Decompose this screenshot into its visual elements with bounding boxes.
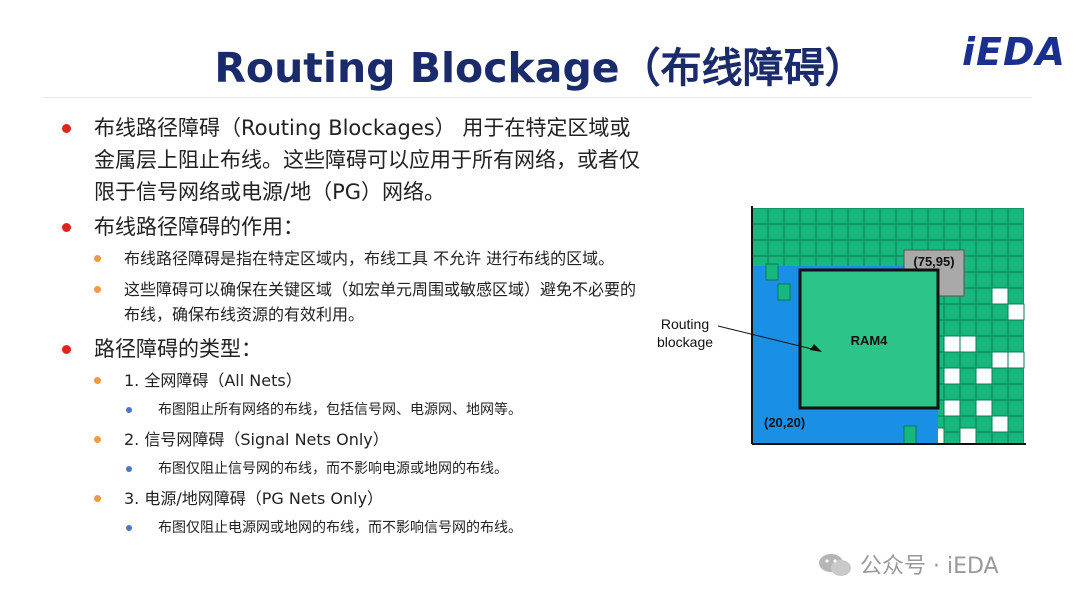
- coord-bottom-left: (20,20): [764, 415, 805, 430]
- bullet-list: 布线路径障碍（Routing Blockages） 用于在特定区域或金属层上阻止…: [62, 112, 642, 545]
- routing-label-line1: Routing: [660, 316, 710, 332]
- bullet-purpose: 布线路径障碍的作用：: [62, 211, 642, 243]
- type-pg-nets-desc: 布图仅阻止电源网或地网的布线，而不影响信号网的布线。: [62, 517, 642, 539]
- routing-label-line2: blockage: [656, 334, 714, 350]
- red-bullet-icon: [62, 223, 71, 232]
- routing-blockage-diagram: RAM4 (75,95) (20,20): [717, 206, 1026, 445]
- bullet-text: 布图仅阻止电源网或地网的布线，而不影响信号网的布线。: [158, 520, 522, 536]
- ram4-macro: [798, 268, 940, 410]
- pointer-arrow: [717, 325, 817, 351]
- orange-bullet-icon: [94, 255, 101, 262]
- red-bullet-icon: [62, 345, 71, 354]
- bullet-text: 布线路径障碍（Routing Blockages） 用于在特定区域或金属层上阻止…: [94, 116, 640, 204]
- routing-blockage-label: Routing blockage: [650, 315, 720, 351]
- bullet-text: 布图阻止所有网络的布线，包括信号网、电源网、地网等。: [158, 402, 522, 418]
- blue-bullet-icon: [126, 525, 132, 531]
- sub-bullet-definition: 布线路径障碍是指在特定区域内，布线工具 不允许 进行布线的区域。: [62, 246, 642, 271]
- bullet-text: 路径障碍的类型：: [94, 337, 262, 361]
- coord-top-right: (75,95): [913, 254, 954, 269]
- title-divider: [42, 97, 1032, 98]
- ram4-label: RAM4: [851, 333, 889, 348]
- bullet-text: 1. 全网障碍（All Nets）: [124, 371, 302, 390]
- orange-bullet-icon: [94, 377, 101, 384]
- bullet-text: 2. 信号网障碍（Signal Nets Only）: [124, 430, 389, 449]
- bullet-text: 布线路径障碍是指在特定区域内，布线工具 不允许 进行布线的区域。: [124, 249, 615, 268]
- blue-bullet-icon: [126, 466, 132, 472]
- type-all-nets-desc: 布图阻止所有网络的布线，包括信号网、电源网、地网等。: [62, 399, 642, 421]
- orange-bullet-icon: [94, 436, 101, 443]
- red-bullet-icon: [62, 124, 71, 133]
- slide-title: Routing Blockage（布线障碍）: [214, 44, 866, 92]
- bullet-text: 布线路径障碍的作用：: [94, 215, 304, 239]
- bullet-text: 布图仅阻止信号网的布线，而不影响电源或地网的布线。: [158, 461, 508, 477]
- watermark-text: 公众号 · iEDA: [860, 554, 999, 579]
- type-pg-nets: 3. 电源/地网障碍（PG Nets Only）: [62, 486, 642, 511]
- blue-bullet-icon: [126, 407, 132, 413]
- blocked-area-cells: [765, 263, 917, 445]
- bullet-types: 路径障碍的类型：: [62, 333, 642, 365]
- orange-bullet-icon: [94, 495, 101, 502]
- type-all-nets: 1. 全网障碍（All Nets）: [62, 368, 642, 393]
- orange-bullet-icon: [94, 286, 101, 293]
- arrow-head-icon: [810, 344, 822, 352]
- bullet-text: 3. 电源/地网障碍（PG Nets Only）: [124, 489, 384, 508]
- sub-bullet-benefit: 这些障碍可以确保在关键区域（如宏单元周围或敏感区域）避免不必要的布线，确保布线资…: [62, 277, 642, 327]
- type-signal-nets: 2. 信号网障碍（Signal Nets Only）: [62, 427, 642, 452]
- wechat-icon: [819, 554, 851, 576]
- bullet-routing-blockages: 布线路径障碍（Routing Blockages） 用于在特定区域或金属层上阻止…: [62, 112, 642, 208]
- type-signal-nets-desc: 布图仅阻止信号网的布线，而不影响电源或地网的布线。: [62, 458, 642, 480]
- ieda-logo: iEDA: [962, 30, 1066, 74]
- bullet-text: 这些障碍可以确保在关键区域（如宏单元周围或敏感区域）避免不必要的布线，确保布线资…: [124, 280, 637, 324]
